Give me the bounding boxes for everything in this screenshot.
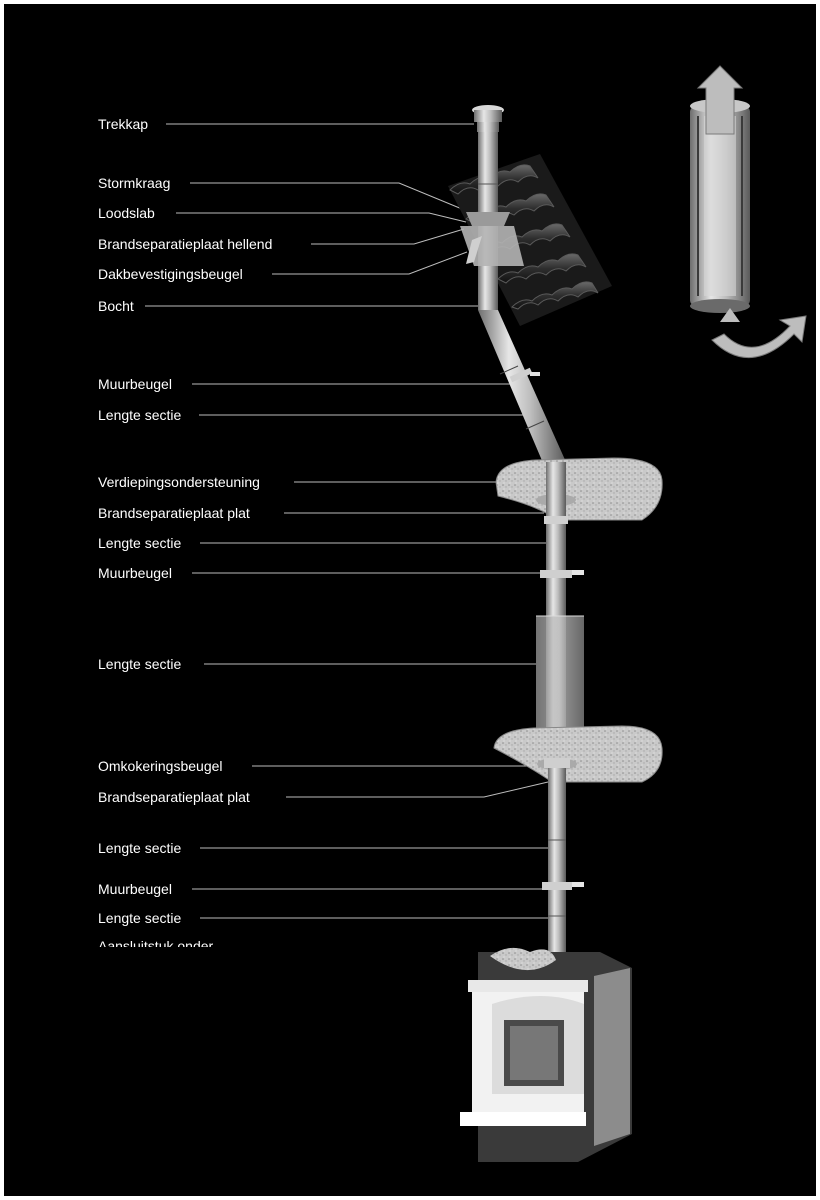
label-lengte-sectie-1: Lengte sectie [98,407,182,423]
label-aansluitstuk-onder: Aansluitstuk onder [98,938,214,947]
chimney-pipe-top [460,105,524,310]
label-muurbeugel-1: Muurbeugel [98,376,172,392]
chimney-pipe-offset [478,310,566,470]
leader-brandseparatieplaat-hellend [311,228,465,245]
label-loodslab: Loodslab [98,205,155,221]
diagram-canvas: Trekkap Stormkraag Loodslab Brandseparat… [4,4,816,1196]
leader-brandseparatieplaat-plat-2 [286,781,549,798]
label-muurbeugel-2: Muurbeugel [98,565,172,581]
leader-stormkraag [190,182,463,210]
label-dakbevestigingsbeugel: Dakbevestigingsbeugel [98,266,243,282]
label-stormkraag: Stormkraag [98,175,171,191]
label-lengte-sectie-2: Lengte sectie [98,535,182,551]
airflow-return-arrow-icon [711,315,807,359]
label-brandseparatieplaat-plat-2: Brandseparatieplaat plat [98,789,250,805]
floor-slab-1 [495,457,663,521]
floor-slab-2 [493,725,663,783]
leader-dakbevestigingsbeugel [272,251,468,275]
label-verdiepingsondersteuning: Verdiepingsondersteuning [98,474,260,490]
label-muurbeugel-3: Muurbeugel [98,881,172,897]
leader-lines [145,123,550,919]
label-bocht: Bocht [98,298,134,314]
leader-loodslab [176,212,467,223]
label-brandseparatieplaat-plat-1: Brandseparatieplaat plat [98,505,250,521]
airflow-detail [690,65,807,359]
label-lengte-sectie-5: Lengte sectie [98,910,182,926]
label-omkokeringsbeugel: Omkokeringsbeugel [98,758,223,774]
fireplace [460,947,632,1162]
label-lengte-sectie-4: Lengte sectie [98,840,182,856]
label-brandseparatieplaat-hellend: Brandseparatieplaat hellend [98,236,273,252]
airflow-up-arrow-icon [696,65,744,135]
chimney-illustration [145,65,807,1162]
label-trekkap: Trekkap [98,116,149,132]
label-lengte-sectie-3: Lengte sectie [98,656,182,672]
